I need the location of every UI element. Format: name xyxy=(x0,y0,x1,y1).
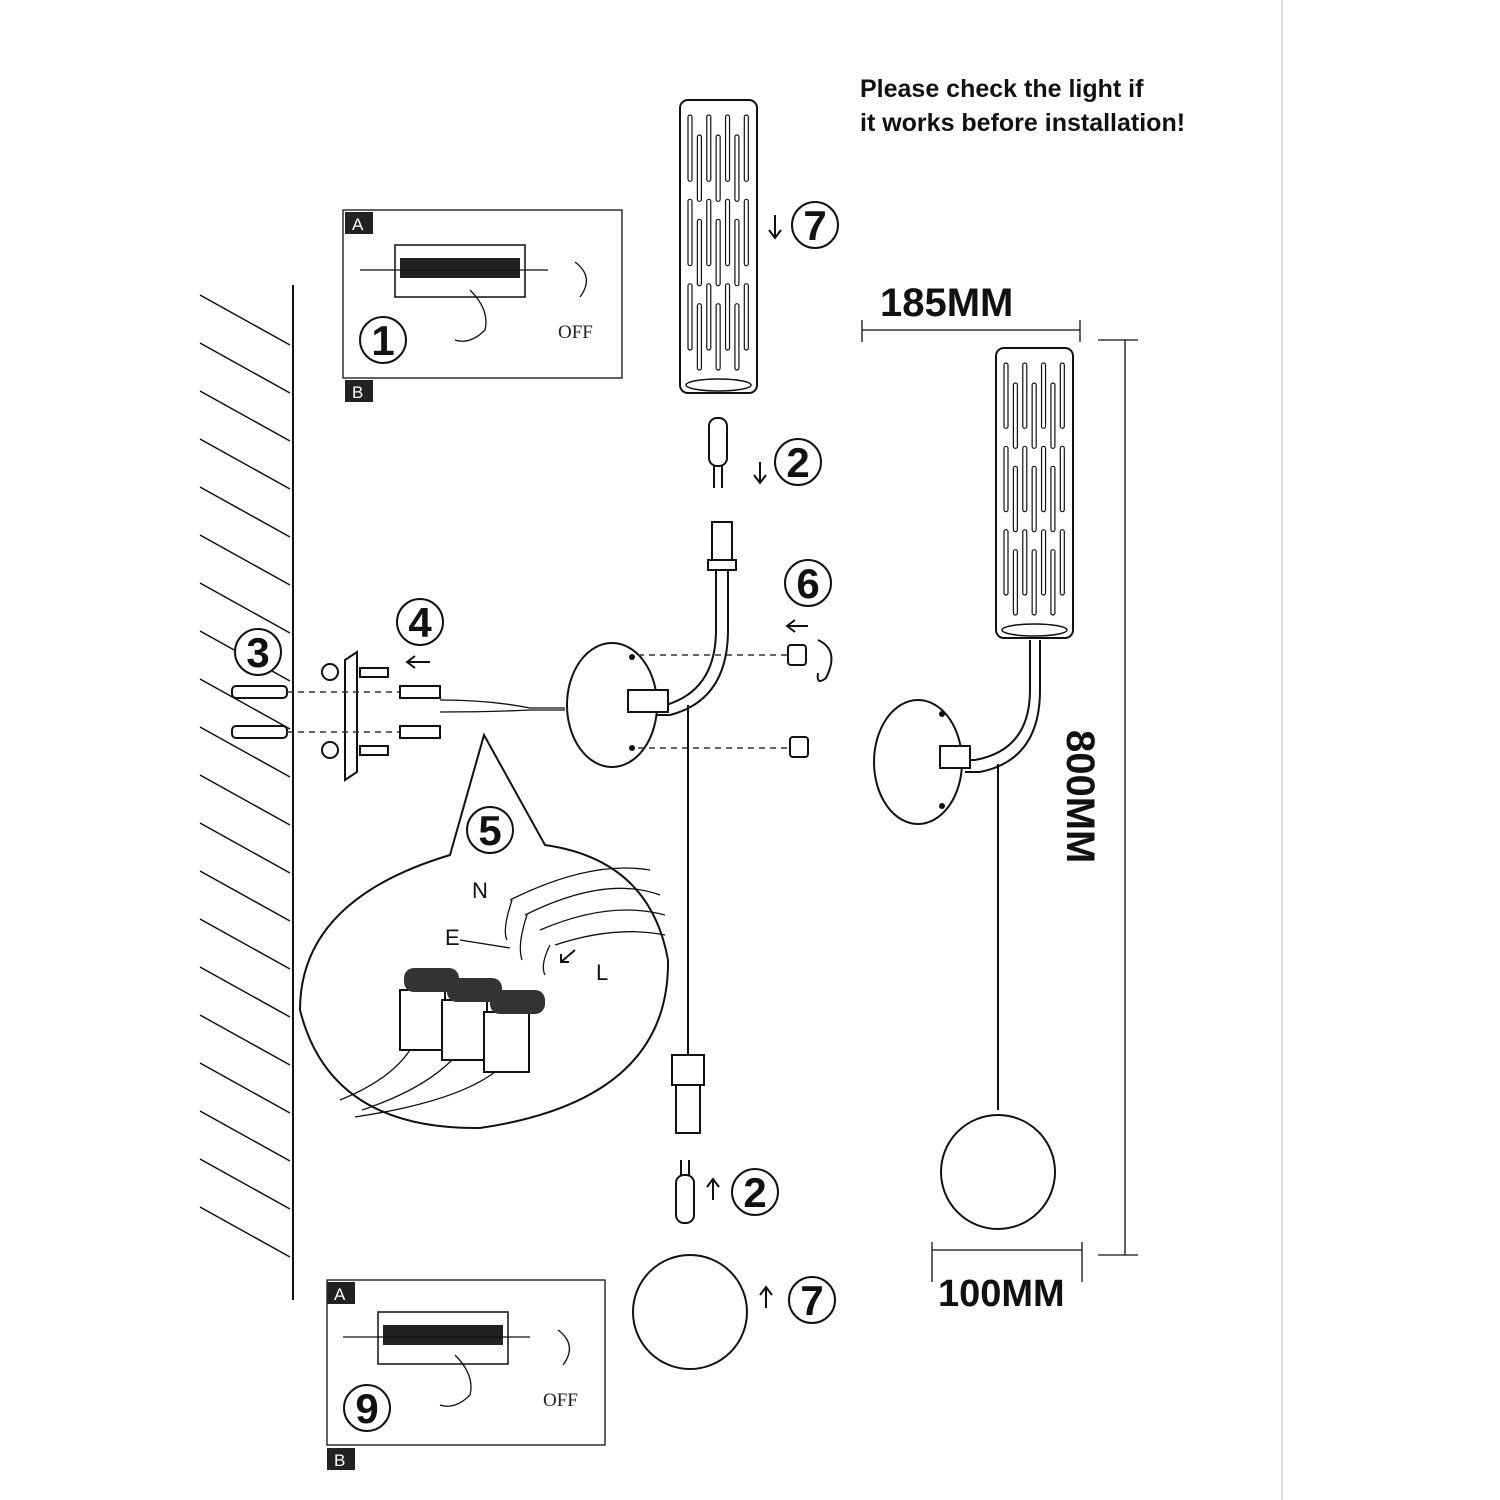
step-label: 2 xyxy=(786,439,809,486)
hatch-line xyxy=(199,1158,291,1210)
arrow-down-icon xyxy=(768,215,782,240)
rotate-arrow-icon xyxy=(557,1329,570,1366)
step-label: 5 xyxy=(478,807,501,854)
step-number-3: 3 xyxy=(234,628,282,676)
label-b: B xyxy=(352,383,363,402)
arrow-left-icon xyxy=(785,619,808,633)
notice-line-2: it works before installation! xyxy=(860,109,1185,137)
wiring-detail-bubble: N E L xyxy=(298,732,670,1130)
rotate-arrow-icon xyxy=(816,639,833,683)
hatch-line xyxy=(199,390,291,442)
globe-dimension: 100MM xyxy=(938,1273,1065,1315)
step-number-2: 2 xyxy=(731,1168,779,1216)
step-number-7: 7 xyxy=(788,1276,836,1324)
glass-globe xyxy=(632,1254,748,1370)
breaker-box-bottom: A B OFF xyxy=(326,1279,606,1470)
arrow-icon xyxy=(560,949,576,963)
step-label: 9 xyxy=(355,1385,378,1432)
wire-l-label: L xyxy=(596,960,608,985)
hatch-line xyxy=(199,1206,291,1258)
label-b: B xyxy=(334,1451,345,1470)
off-label: OFF xyxy=(558,322,593,343)
arrow-up-icon xyxy=(759,1285,773,1308)
lamp-body xyxy=(566,521,833,1134)
wire-e-label: E xyxy=(445,925,460,950)
arrow-left-icon xyxy=(405,655,430,669)
width-dimension: 185MM xyxy=(880,281,1013,325)
hatch-line xyxy=(199,294,291,346)
hatch-line xyxy=(199,870,291,922)
hatch-line xyxy=(199,918,291,970)
step-label: 6 xyxy=(796,560,819,607)
g9-bulb xyxy=(708,417,767,488)
hatch-line xyxy=(199,822,291,874)
label-a: A xyxy=(352,215,364,234)
off-label: OFF xyxy=(543,1390,578,1411)
step-label: 7 xyxy=(800,1277,823,1324)
step-number-6: 6 xyxy=(784,559,832,607)
label-a: A xyxy=(334,1285,346,1304)
notice-line-1: Please check the light if xyxy=(860,75,1144,103)
step-label: 7 xyxy=(803,202,826,249)
lamp-shade xyxy=(679,99,758,394)
mounting-bracket xyxy=(231,650,565,782)
step-label: 2 xyxy=(743,1169,766,1216)
hatch-line xyxy=(199,438,291,490)
hatch-line xyxy=(199,774,291,826)
g9-bulb xyxy=(675,1160,720,1224)
breaker-box-top: A B OFF xyxy=(342,209,623,402)
step-label: 4 xyxy=(408,599,432,646)
step-number-5: 5 xyxy=(466,806,514,854)
arrow-down-icon xyxy=(753,462,767,485)
arrow-up-icon xyxy=(706,1177,720,1200)
hatch-line xyxy=(199,486,291,538)
wire-n-label: N xyxy=(472,878,488,903)
hatch-line xyxy=(199,534,291,586)
hatch-line xyxy=(199,726,291,778)
step-number-1: 1 xyxy=(359,316,407,364)
height-dimension: 800MM xyxy=(1058,730,1102,863)
hatch-line xyxy=(199,1014,291,1066)
step-number-2: 2 xyxy=(774,438,822,486)
step-label: 1 xyxy=(371,317,394,364)
rotate-arrow-icon xyxy=(574,261,587,298)
step-number-7: 7 xyxy=(791,201,839,249)
hatch-line xyxy=(199,678,291,730)
hatch-line xyxy=(199,342,291,394)
dimension-lines xyxy=(861,320,1138,1282)
assembled-lamp xyxy=(873,347,1074,1230)
wall-hatch xyxy=(199,285,294,1300)
step-label: 3 xyxy=(246,629,269,676)
step-number-4: 4 xyxy=(396,598,444,646)
hatch-line xyxy=(199,966,291,1018)
hatch-line xyxy=(199,1062,291,1114)
hatch-line xyxy=(199,582,291,634)
hatch-line xyxy=(199,1110,291,1162)
step-number-9: 9 xyxy=(343,1384,391,1432)
